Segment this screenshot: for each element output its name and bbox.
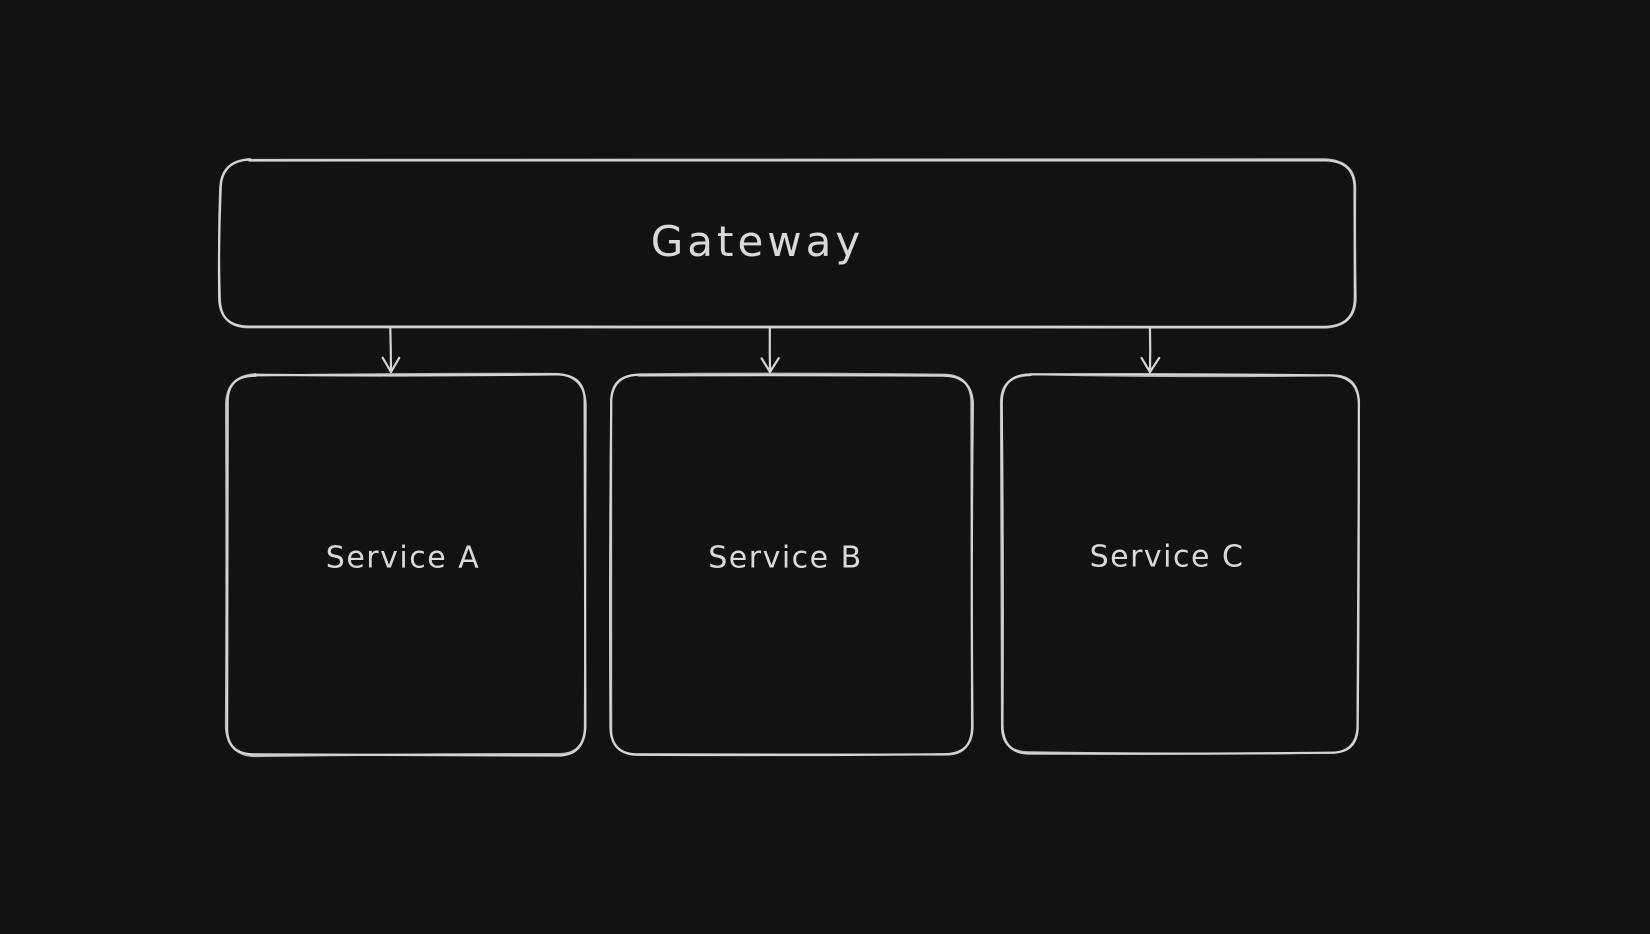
node-service-a[interactable]: Service A [224, 372, 587, 758]
node-border-overdraw [609, 372, 973, 756]
arrow-gateway-to-service-a[interactable] [381, 325, 401, 374]
arrow-gateway-to-service-b[interactable] [760, 325, 780, 374]
arrow-gateway-to-service-c[interactable] [1140, 325, 1161, 374]
node-label-service-c: Service C [1090, 540, 1245, 575]
node-border-overdraw [224, 372, 587, 758]
node-service-b[interactable]: Service B [609, 372, 974, 757]
arrowhead-down-icon [760, 357, 780, 374]
arrowhead-down-icon [381, 356, 401, 374]
node-label-service-a: Service A [326, 541, 480, 576]
arrow-shaft [389, 325, 393, 374]
arrowhead-down-icon [1140, 356, 1161, 374]
node-gateway[interactable]: Gateway [217, 158, 1357, 329]
node-label-gateway: Gateway [651, 217, 865, 266]
node-label-service-b: Service B [708, 541, 863, 576]
node-border-overdraw [218, 158, 1357, 329]
node-border-overdraw [999, 373, 1361, 755]
node-service-c[interactable]: Service C [999, 373, 1361, 755]
